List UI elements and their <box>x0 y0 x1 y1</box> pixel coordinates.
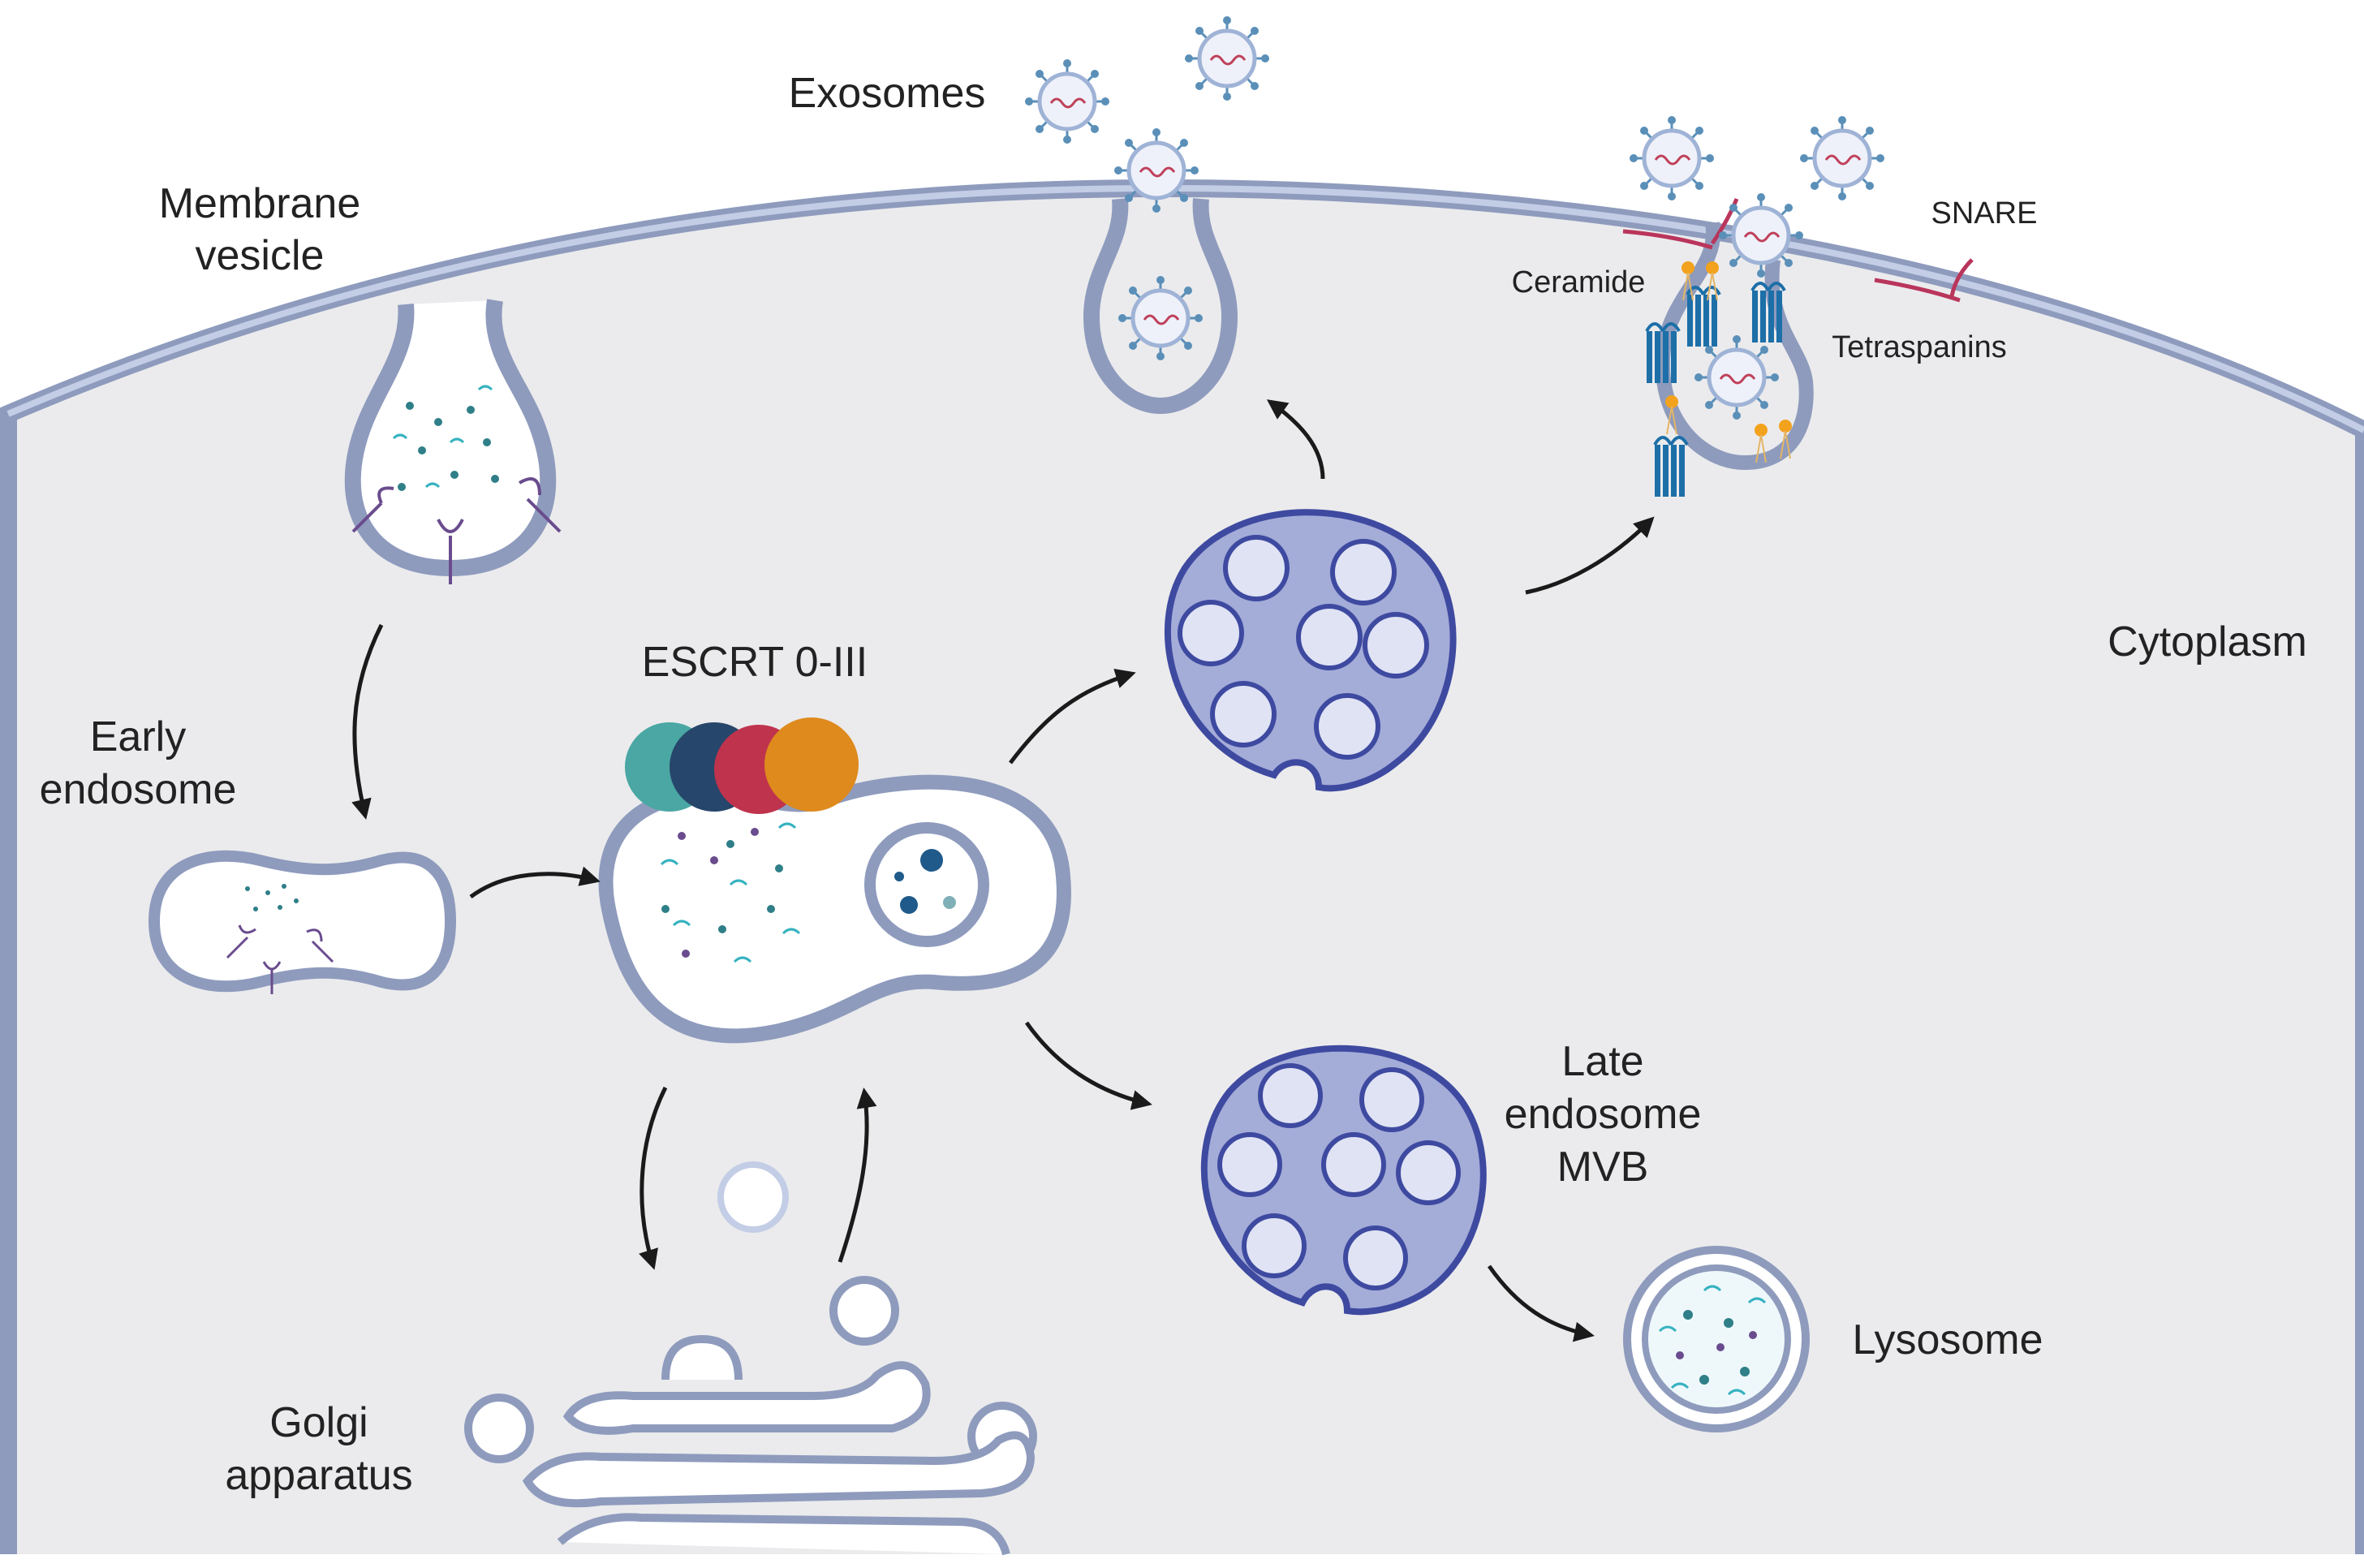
arrow-vesicle-to-early <box>351 623 384 820</box>
exosome-3 <box>1114 128 1199 213</box>
late-endosome-label-3: MVB <box>1557 1144 1649 1191</box>
late-endosome-label-2: endosome <box>1505 1091 1702 1138</box>
escrt-complex <box>625 717 859 814</box>
golgi-apparatus <box>464 1161 1037 1556</box>
late-endosome-label-1: Late <box>1561 1038 1643 1085</box>
lysosome-label: Lysosome <box>1852 1316 2043 1363</box>
fusion-site <box>1622 198 1974 498</box>
mvb-upper <box>1165 509 1457 792</box>
arrow-sorting-to-mvb <box>1009 668 1136 765</box>
cytoplasm-label: Cytoplasm <box>2108 618 2307 666</box>
membrane-vesicle <box>344 299 562 584</box>
early-endosome <box>148 850 457 994</box>
membrane-vesicle-label-2: vesicle <box>196 232 325 279</box>
arrow-late-to-lysosome <box>1487 1264 1595 1342</box>
exosome-5 <box>1800 116 1884 200</box>
golgi-label-1: Golgi <box>269 1399 368 1446</box>
arrow-sorting-to-golgi <box>639 1086 668 1270</box>
arrow-mvb-to-fusion <box>1525 516 1655 595</box>
early-endosome-label-2: endosome <box>40 766 237 813</box>
exosome-2 <box>1185 16 1269 101</box>
early-endosome-label-1: Early <box>90 713 186 760</box>
pathway-arrows <box>351 399 1655 1342</box>
arrow-mvb-to-release <box>1266 399 1325 480</box>
exosome-4 <box>1630 116 1714 200</box>
escrt-label: ESCRT 0-III <box>642 639 868 686</box>
exosome-1 <box>1025 59 1109 144</box>
arrow-early-to-sorting <box>469 866 601 899</box>
arrow-golgi-to-sorting <box>838 1088 877 1263</box>
late-endosome-mvb <box>1200 1045 1487 1316</box>
ceramide-label: Ceramide <box>1512 265 1646 299</box>
arrow-sorting-to-late <box>1024 1021 1152 1110</box>
snare-label: SNARE <box>1931 196 2038 230</box>
tetraspanins-label: Tetraspanins <box>1832 330 2006 364</box>
exosomes-label: Exosomes <box>789 70 986 117</box>
exosome-release-pocket <box>1083 198 1238 415</box>
golgi-label-2: apparatus <box>225 1452 412 1499</box>
lysosome <box>1623 1246 1810 1432</box>
membrane-vesicle-label-1: Membrane <box>159 180 361 227</box>
exosome-6 <box>1719 193 1803 278</box>
